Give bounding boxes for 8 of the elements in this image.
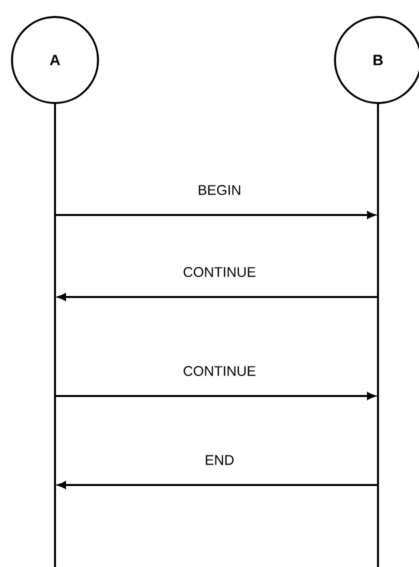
message-label: CONTINUE xyxy=(184,366,256,376)
message-arrow xyxy=(55,392,376,400)
message-arrow xyxy=(58,293,378,301)
message-arrow xyxy=(58,481,378,489)
message-label: CONTINUE xyxy=(184,267,256,277)
message-arrow xyxy=(55,211,376,219)
message-label: BEGIN xyxy=(198,185,240,195)
message-label: END xyxy=(206,455,234,465)
